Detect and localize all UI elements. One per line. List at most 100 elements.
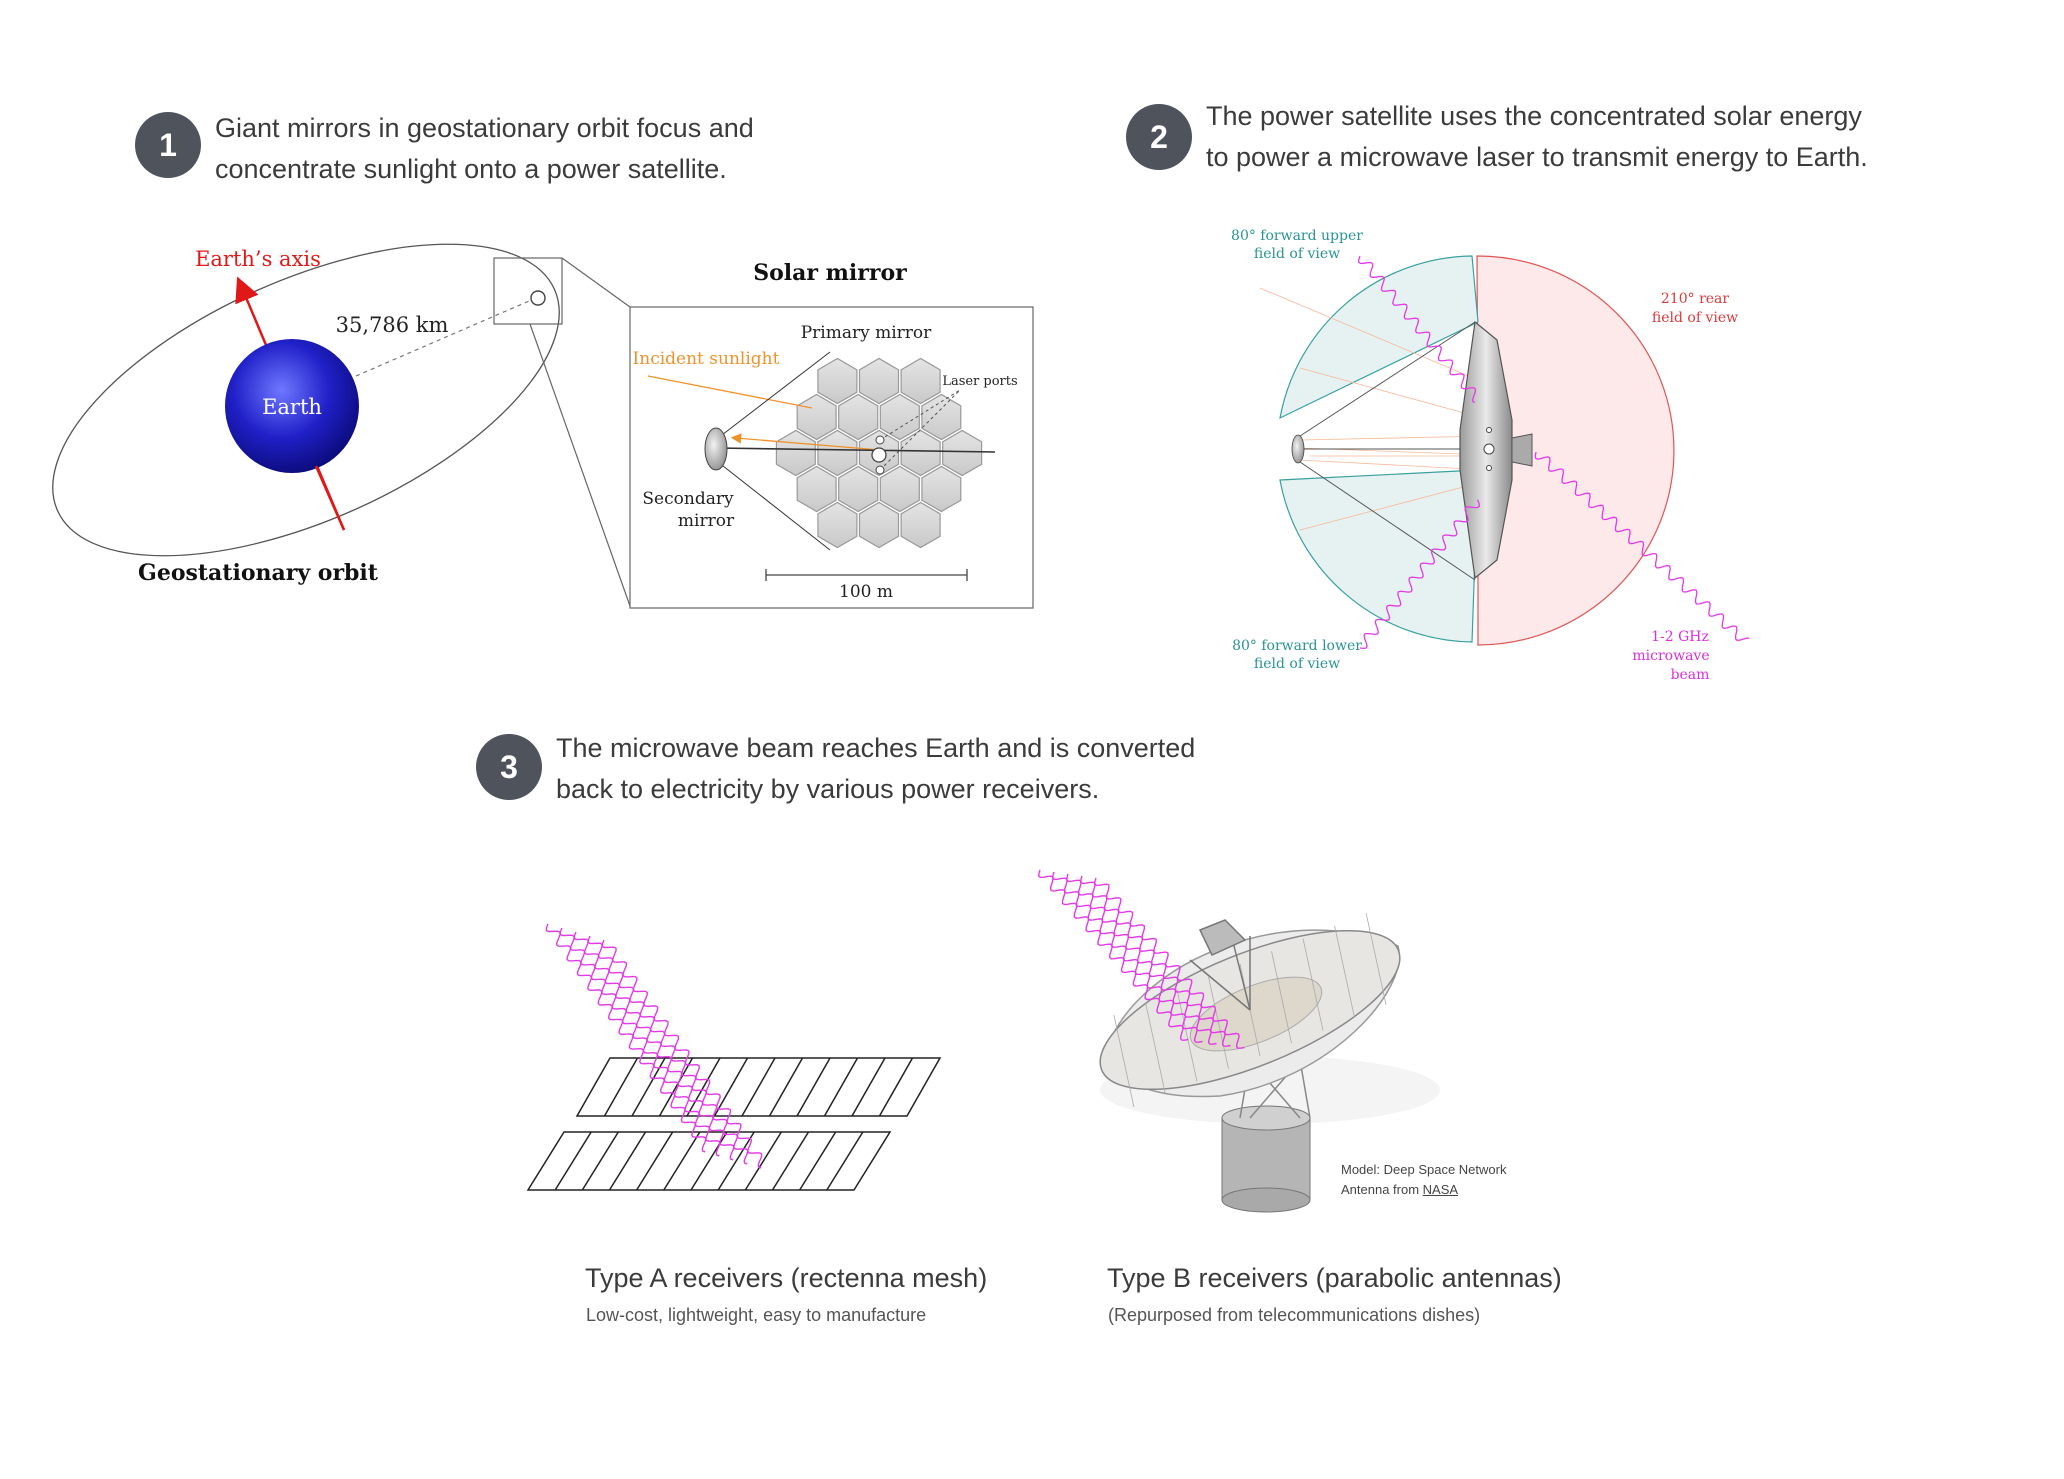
hex-mirror-segment	[817, 357, 858, 405]
dish-rib	[1365, 912, 1387, 1006]
microwave-wave	[1052, 871, 1203, 1043]
step-3-badge: 3	[476, 734, 542, 800]
microwave-wave	[559, 927, 721, 1157]
mesh-slat	[713, 1057, 749, 1117]
microwave-wave	[1534, 451, 1750, 641]
parabolic-antenna	[1038, 869, 1440, 1213]
lower-fov-label-1: 80° forward lower	[1232, 638, 1362, 654]
earth-axis-label: Earth’s axis	[195, 247, 321, 271]
hex-mirror-array	[775, 357, 983, 549]
cone-line-bottom	[717, 461, 831, 551]
distance-line	[355, 297, 537, 377]
hex-mirror-segment	[921, 465, 962, 513]
step-1-line-2: concentrate sunlight onto a power satell…	[215, 154, 727, 184]
step-1-line-1: Giant mirrors in geostationary orbit foc…	[215, 113, 754, 143]
hex-mirror-segment	[838, 393, 879, 441]
step-2-badge: 2	[1126, 104, 1192, 170]
incident-sunlight-label: Incident sunlight	[633, 349, 780, 369]
mesh-slat	[744, 1131, 782, 1191]
rear-fov-region	[1476, 255, 1675, 646]
mesh-slat	[603, 1057, 639, 1117]
cone-lower	[1299, 461, 1476, 581]
hex-mirror-segment	[817, 429, 858, 477]
mesh-slat	[741, 1057, 776, 1117]
distance-label: 35,786 km	[336, 313, 449, 337]
credit-line-2: Antenna from NASA	[1341, 1180, 1506, 1200]
satellite-port-2	[1486, 465, 1492, 471]
secondary-mirror	[704, 427, 728, 471]
dish-rib	[1176, 989, 1198, 1082]
solar-mirror-diagram: Solar mirror Primary mirror Incident sun…	[629, 260, 1034, 609]
microwave-wave	[1080, 875, 1231, 1047]
reflected-ray	[730, 433, 881, 451]
mesh-slat	[581, 1131, 619, 1191]
hex-mirror-segment	[879, 393, 920, 441]
model-credit: Model: Deep Space Network Antenna from N…	[1341, 1160, 1506, 1200]
mesh-slat	[771, 1131, 810, 1191]
orbit-label: Geostationary orbit	[138, 560, 379, 586]
antenna-feed-tripod	[1189, 919, 1251, 1011]
rectenna-mesh	[526, 923, 942, 1191]
step-3-line-2: back to electricity by various power rec…	[556, 774, 1100, 804]
incident-ray	[647, 375, 813, 409]
step-1: 1 Giant mirrors in geostationary orbit f…	[135, 112, 754, 190]
dish-rib	[1271, 951, 1292, 1044]
orbit-diagram: Earth Earth’s axis 35,786 km Geostationa…	[52, 243, 631, 607]
solar-mirror-title: Solar mirror	[753, 260, 907, 286]
cone-upper	[1299, 321, 1476, 437]
microwave-wave	[545, 923, 707, 1153]
type-b-subtitle: (Repurposed from telecommunications dish…	[1108, 1305, 1481, 1325]
upper-fov-label-1: 80° forward upper	[1231, 228, 1363, 244]
rear-fov-label-2: field of view	[1652, 310, 1738, 326]
laser-port-1	[875, 435, 885, 445]
microwave-wave	[1094, 877, 1245, 1049]
lower-fov-region	[1279, 469, 1479, 643]
hex-mirror-segment	[858, 357, 900, 405]
earth-axis-lower	[314, 465, 346, 531]
hex-mirror-segment	[817, 501, 858, 549]
hex-mirror-segment	[796, 393, 837, 441]
satellite-marker	[530, 290, 546, 306]
rectenna-panel-top	[575, 1057, 942, 1117]
hex-mirror-segment	[796, 465, 837, 513]
mesh-slat	[686, 1057, 721, 1117]
power-satellite-diagram: 80° forward upper field of view 80° forw…	[1231, 228, 1750, 683]
laser-port-pointer-1	[879, 389, 961, 441]
step-1-badge: 1	[135, 112, 201, 178]
antenna-base-top	[1221, 1105, 1311, 1131]
secondary-mirror-label-1: Secondary	[642, 489, 734, 509]
type-b-title: Type B receivers (parabolic antennas)	[1107, 1263, 1562, 1293]
rectenna-panel-bottom	[526, 1131, 892, 1191]
earth-label: Earth	[262, 395, 322, 419]
cone-line-top	[717, 351, 831, 439]
beam-label-2: microwave	[1632, 648, 1709, 664]
step-2-line-2: to power a microwave laser to transmit e…	[1206, 142, 1868, 172]
hex-mirror-segment	[838, 465, 879, 513]
zoom-line-bottom	[529, 323, 631, 607]
dish-rib	[1145, 1002, 1166, 1095]
mesh-slat	[799, 1131, 837, 1191]
nasa-link[interactable]: NASA	[1422, 1182, 1459, 1197]
rectenna-microwave-beams	[545, 923, 763, 1169]
mesh-slat	[554, 1131, 592, 1191]
step-2: 2 The power satellite uses the concentra…	[1126, 101, 1868, 178]
satellite-secondary-mirror	[1291, 434, 1305, 464]
hex-mirror-segment	[900, 357, 941, 405]
beam-label-1: 1-2 GHz	[1651, 629, 1709, 645]
microwave-wave	[587, 935, 749, 1165]
dish-rib	[1208, 976, 1229, 1069]
mesh-slat	[658, 1057, 694, 1117]
microwave-wave	[1358, 255, 1477, 404]
dish-rib	[1334, 925, 1355, 1018]
upper-fov-label-2: field of view	[1254, 246, 1340, 262]
laser-port-2	[875, 465, 885, 475]
secondary-mirror-label-2: mirror	[678, 511, 735, 531]
step-3-line-1: The microwave beam reaches Earth and is …	[556, 733, 1196, 763]
scale-label: 100 m	[839, 582, 893, 602]
primary-mirror-label: Primary mirror	[801, 323, 932, 343]
satellite-microwave-beams	[1358, 255, 1750, 650]
antenna-microwave-beams	[1038, 869, 1245, 1049]
mesh-slat	[631, 1057, 666, 1117]
laser-ports-label: Laser ports	[942, 374, 1017, 389]
step-2-line-1: The power satellite uses the concentrate…	[1206, 101, 1862, 131]
